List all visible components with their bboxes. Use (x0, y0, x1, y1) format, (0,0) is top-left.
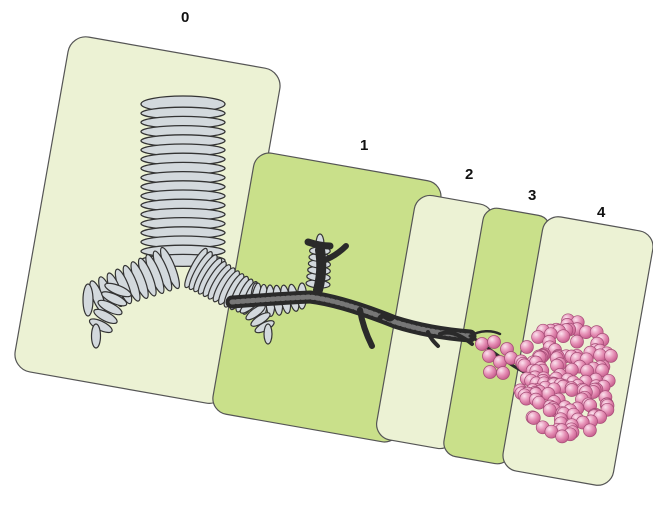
alveolus (583, 423, 597, 438)
alveolar-sac-icon (513, 313, 618, 444)
bronchus-ring (97, 299, 123, 316)
alveolus (483, 365, 497, 379)
alveolus (520, 340, 534, 354)
zone-label-2: 2 (465, 166, 473, 183)
zone-label-1: 1 (360, 137, 368, 154)
bronchiole-icon (225, 238, 526, 374)
bronchus-ring (90, 323, 102, 349)
alveolus (570, 334, 584, 349)
alveolus (496, 366, 510, 380)
alveolus (555, 429, 569, 444)
alveolus (526, 411, 541, 425)
bronchus-ring (263, 323, 273, 345)
alveolus (482, 349, 496, 363)
zone-label-0: 0 (181, 9, 189, 26)
zone-labels: 0 1 2 3 4 (181, 9, 606, 221)
zone-label-3: 3 (528, 187, 536, 204)
alveolus (487, 335, 501, 349)
bronchus-ring (93, 308, 118, 325)
alveolus (542, 403, 557, 418)
alveolus (475, 337, 489, 351)
alveolus (604, 349, 618, 363)
alveolus (564, 383, 579, 397)
alveolus (556, 329, 571, 344)
trachea-icon (140, 95, 226, 268)
bronchus-ring (101, 291, 128, 307)
zone-label-4: 4 (597, 204, 606, 221)
bronchus-ring (82, 283, 94, 317)
